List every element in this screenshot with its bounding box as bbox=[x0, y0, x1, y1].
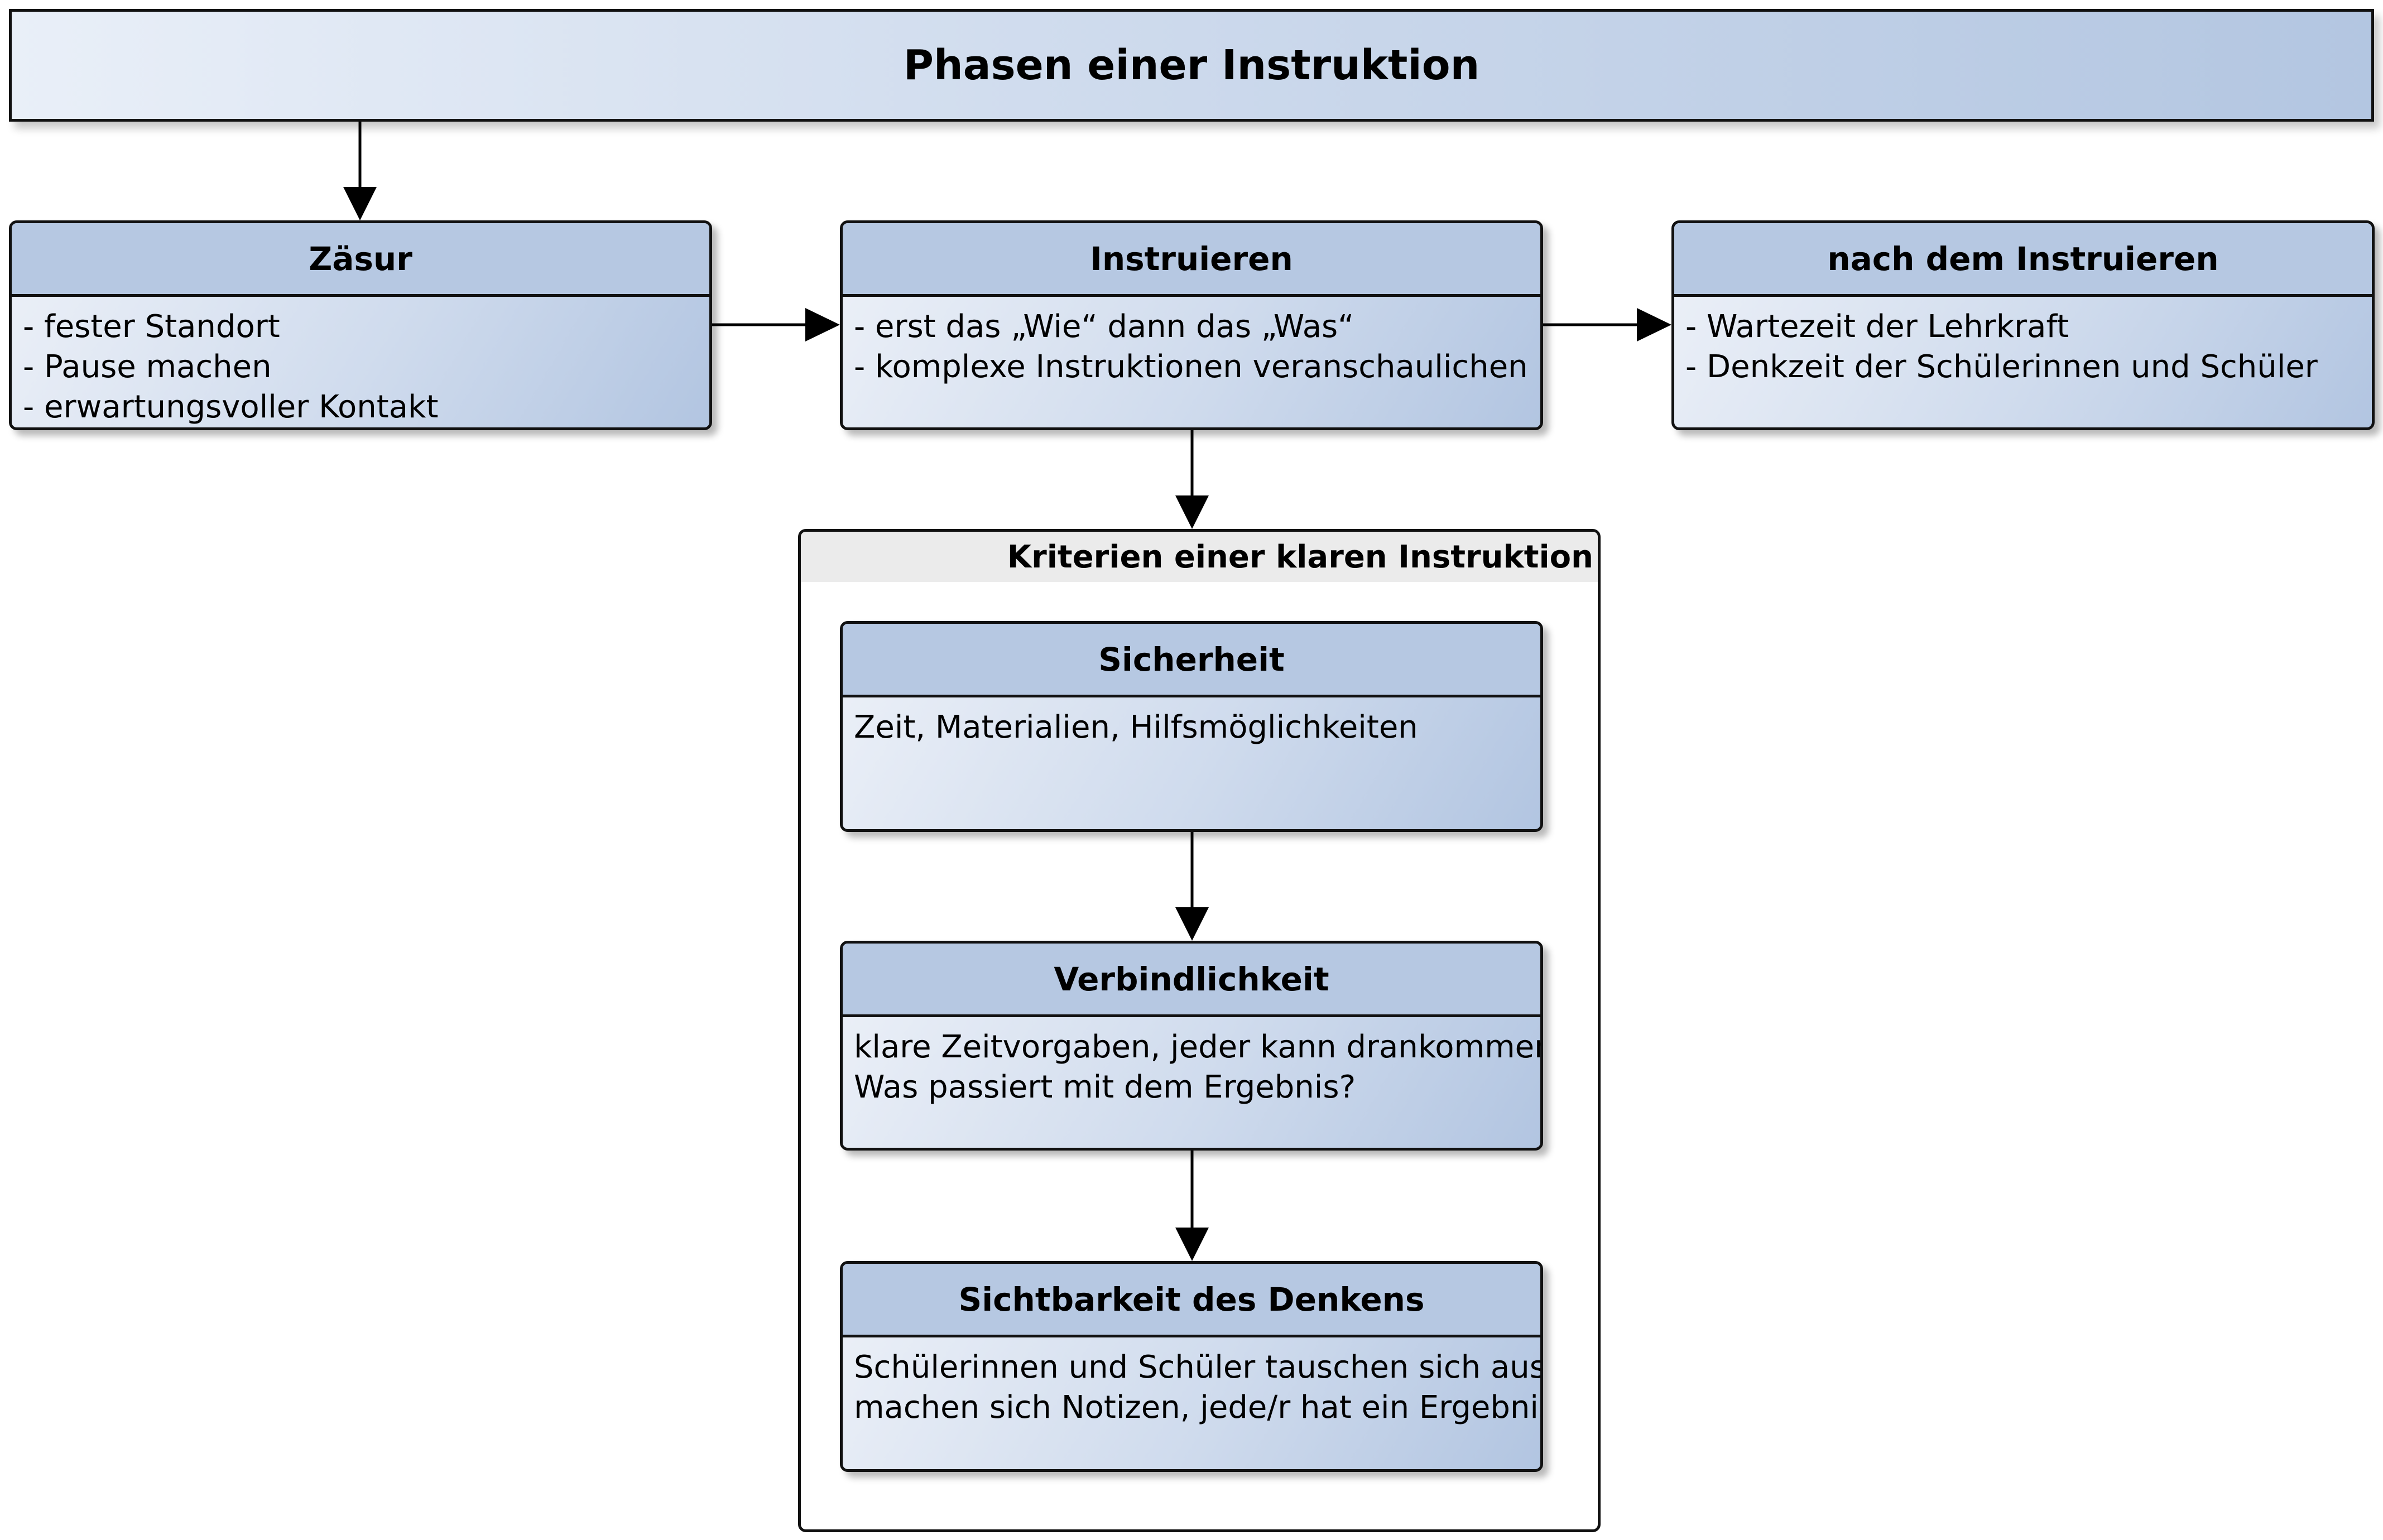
phase-item: - komplexe Instruktionen veranschauliche… bbox=[854, 349, 1528, 385]
criterion-line: Was passiert mit dem Ergebnis? bbox=[854, 1069, 1356, 1105]
arrowhead bbox=[805, 308, 840, 341]
criterion-line: Schülerinnen und Schüler tauschen sich a… bbox=[854, 1349, 1543, 1385]
arrowhead bbox=[1637, 308, 1671, 341]
phase-box-instruieren: Instruieren - erst das „Wie“ dann das „W… bbox=[840, 220, 1543, 430]
phase-item: - Pause machen bbox=[23, 349, 272, 385]
criterion-box-verbindlichkeit: Verbindlichkeit klare Zeitvorgaben, jede… bbox=[840, 941, 1543, 1151]
arrowhead bbox=[343, 187, 377, 220]
phase-item: - Denkzeit der Schülerinnen und Schüler bbox=[1685, 349, 2318, 385]
criterion-line: Zeit, Materialien, Hilfsmöglichkeiten bbox=[854, 709, 1418, 745]
criterion-text: Schülerinnen und Schüler tauschen sich a… bbox=[854, 1348, 1543, 1428]
diagram-title-box: Phasen einer Instruktion bbox=[9, 9, 2374, 122]
phase-items: - fester Standort - Pause machen - erwar… bbox=[23, 307, 704, 427]
criterion-line: klare Zeitvorgaben, jeder kann drankomme… bbox=[854, 1029, 1543, 1065]
phase-item: - erwartungsvoller Kontakt bbox=[23, 389, 439, 425]
phase-heading: Instruieren bbox=[843, 223, 1540, 297]
criteria-group-heading: Kriterien einer klaren Instruktion bbox=[801, 532, 1598, 582]
arrowhead bbox=[1175, 495, 1209, 529]
phase-box-zaesur: Zäsur - fester Standort - Pause machen -… bbox=[9, 220, 712, 430]
criterion-box-sicherheit: Sicherheit Zeit, Materialien, Hilfsmögli… bbox=[840, 621, 1543, 832]
criterion-heading: Sichtbarkeit des Denkens bbox=[843, 1264, 1540, 1337]
phase-item: - fester Standort bbox=[23, 309, 280, 345]
phase-items: - Wartezeit der Lehrkraft - Denkzeit der… bbox=[1685, 307, 2366, 387]
arrowhead bbox=[1175, 907, 1209, 941]
criterion-text: klare Zeitvorgaben, jeder kann drankomme… bbox=[854, 1027, 1543, 1108]
phase-heading: nach dem Instruieren bbox=[1674, 223, 2372, 297]
criterion-box-sichtbarkeit-des-denkens: Sichtbarkeit des Denkens Schülerinnen un… bbox=[840, 1261, 1543, 1472]
diagram-title: Phasen einer Instruktion bbox=[903, 41, 1480, 89]
criterion-text: Zeit, Materialien, Hilfsmöglichkeiten bbox=[854, 708, 1535, 748]
phase-box-nach-dem-instruieren: nach dem Instruieren - Wartezeit der Leh… bbox=[1671, 220, 2375, 430]
phase-items: - erst das „Wie“ dann das „Was“ - komple… bbox=[854, 307, 1535, 387]
criterion-heading: Verbindlichkeit bbox=[843, 944, 1540, 1017]
phase-heading: Zäsur bbox=[12, 223, 709, 297]
phase-item: - Wartezeit der Lehrkraft bbox=[1685, 309, 2069, 345]
criterion-line: machen sich Notizen, jede/r hat ein Erge… bbox=[854, 1389, 1543, 1426]
criterion-heading: Sicherheit bbox=[843, 624, 1540, 697]
phase-item: - erst das „Wie“ dann das „Was“ bbox=[854, 309, 1354, 345]
arrowhead bbox=[1175, 1228, 1209, 1261]
